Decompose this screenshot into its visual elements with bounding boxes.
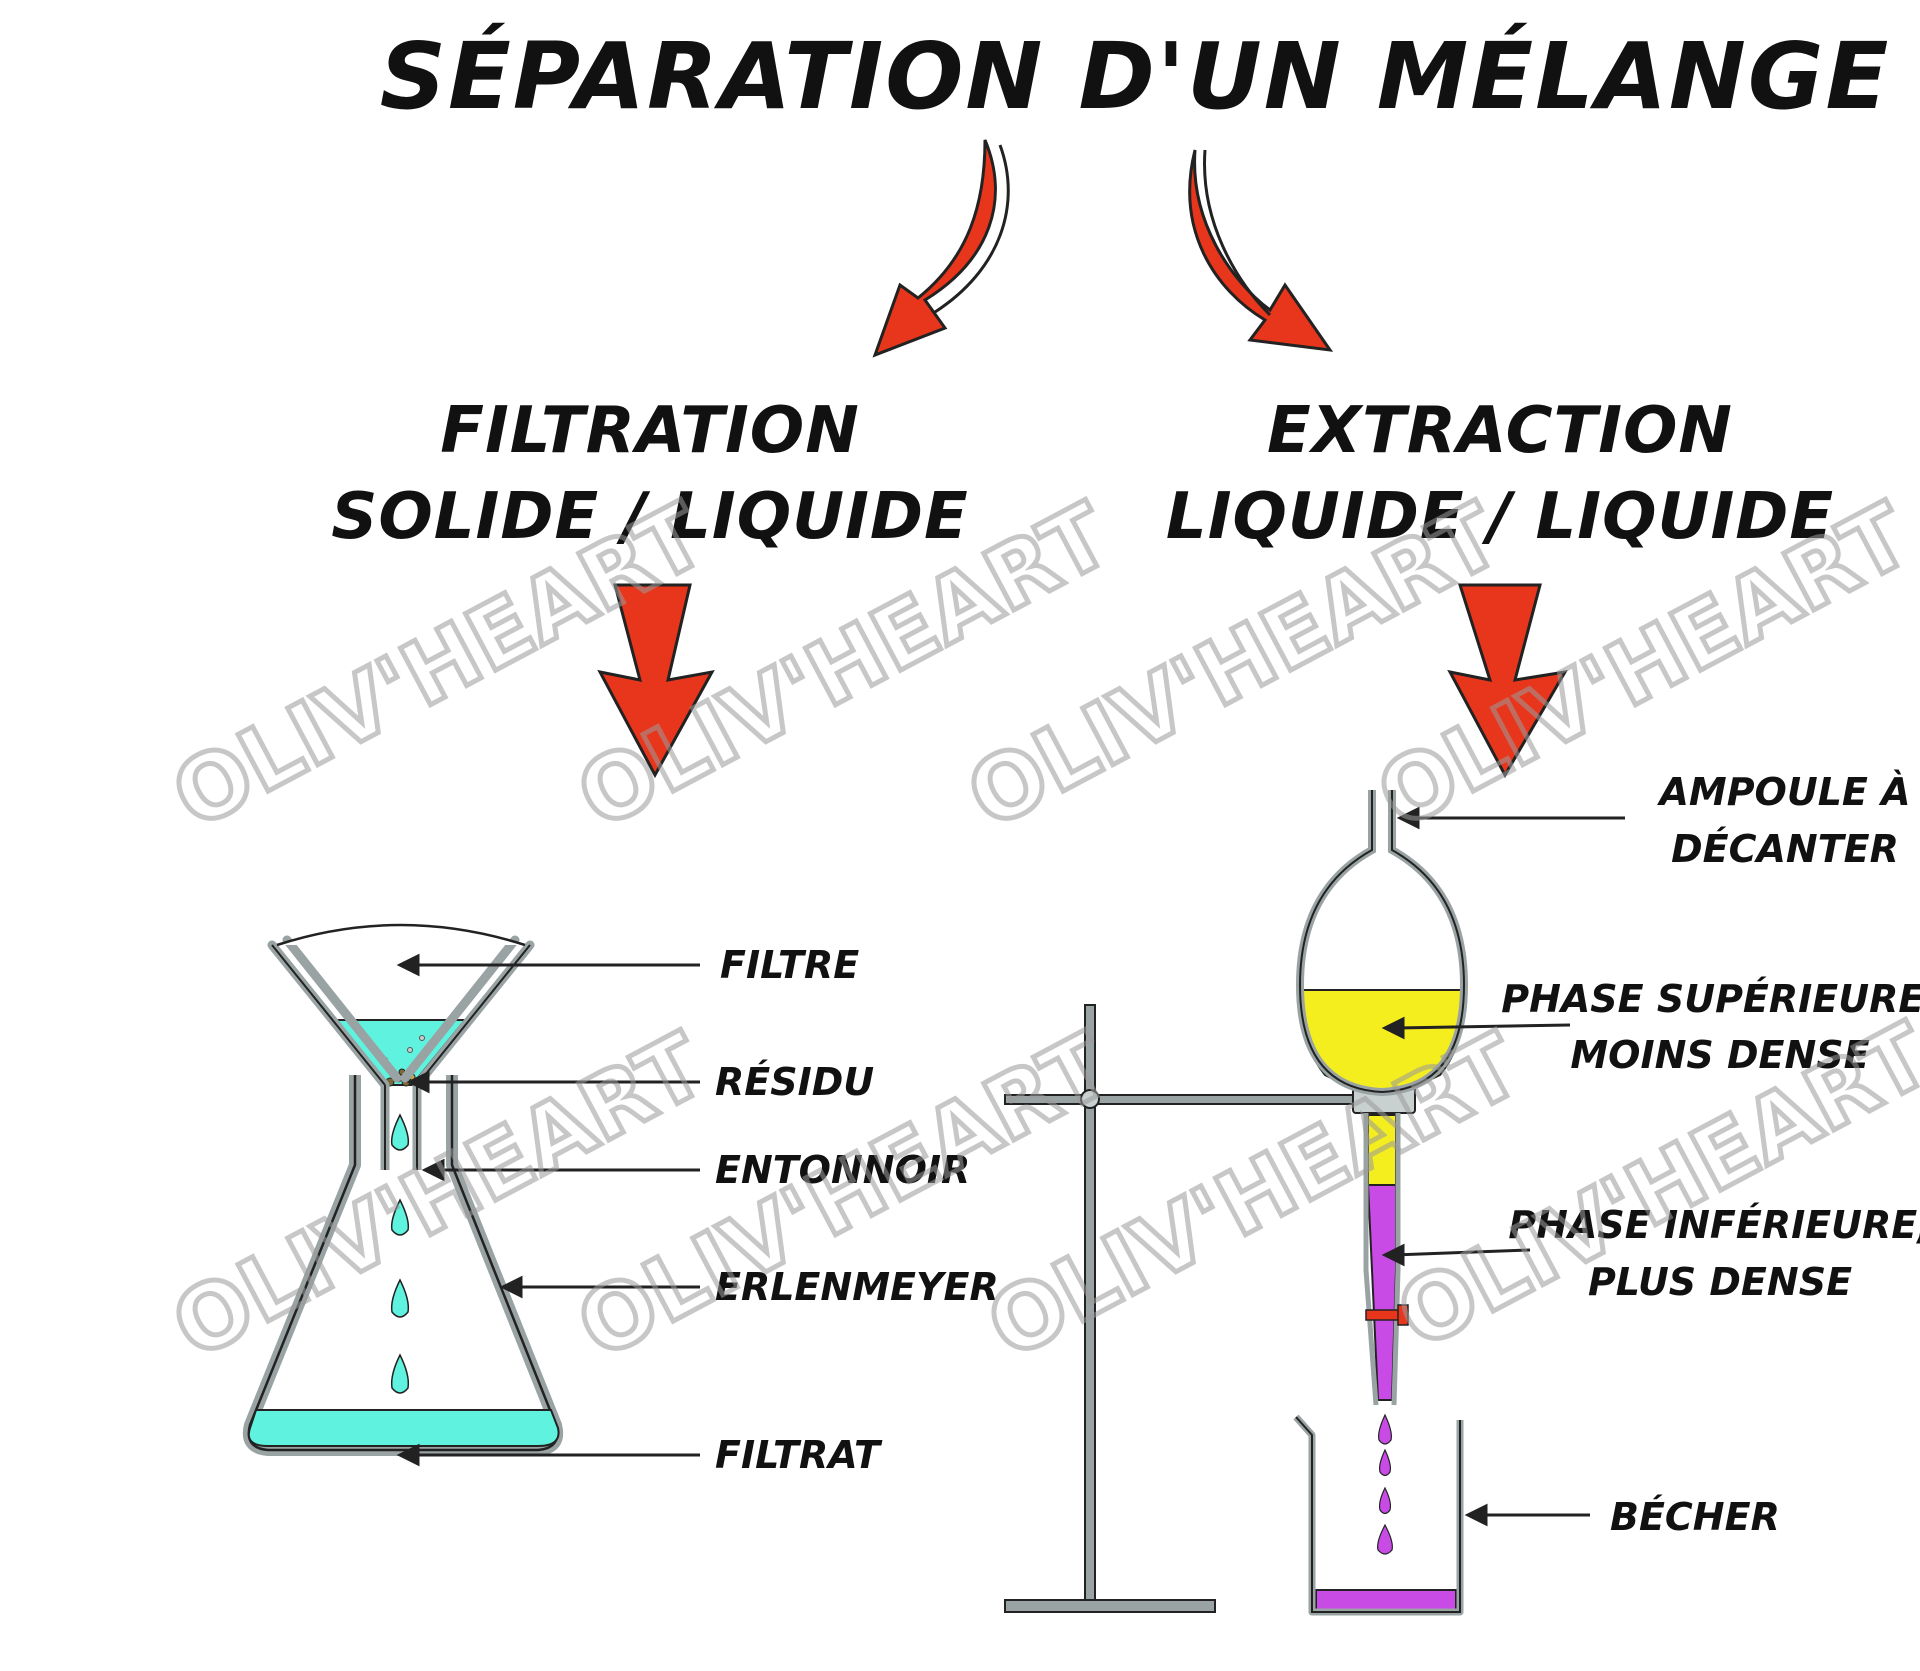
extraction-drops <box>1377 1413 1393 1555</box>
filtration-heading: FILTRATION <box>440 394 860 468</box>
extraction-pointers <box>1381 806 1625 1527</box>
arrow-to-extraction <box>1188 149 1334 352</box>
filtration-subheading: SOLIDE / LIQUIDE <box>331 480 969 554</box>
beaker-liquid <box>1315 1589 1457 1611</box>
label-filtrat: FILTRAT <box>715 1433 883 1477</box>
arrow-to-filtration <box>872 139 1010 358</box>
label-ampoule-line1: AMPOULE À <box>1656 770 1910 814</box>
label-residu: RÉSIDU <box>715 1060 874 1104</box>
label-phase-sup-line1: PHASE SUPÉRIEURE, <box>1501 977 1920 1021</box>
diagram-title: SÉPARATION D'UN MÉLANGE <box>380 22 1891 130</box>
filtration-pointers <box>396 953 700 1467</box>
filtrate-liquid <box>247 1409 560 1447</box>
beaker <box>1293 1414 1464 1616</box>
extraction-heading: EXTRACTION <box>1267 394 1733 468</box>
label-phase-inf-line1: PHASE INFÉRIEURE, <box>1508 1203 1920 1247</box>
extraction-apparatus <box>1004 790 1469 1616</box>
label-phase-sup-line2: MOINS DENSE <box>1570 1033 1869 1077</box>
label-erlenmeyer: ERLENMEYER <box>715 1265 999 1309</box>
label-phase-inf-line2: PLUS DENSE <box>1588 1260 1852 1304</box>
label-filtre: FILTRE <box>720 943 859 987</box>
filtration-apparatus <box>242 923 564 1456</box>
down-arrow-filtration <box>597 583 715 779</box>
label-becher: BÉCHER <box>1610 1495 1780 1539</box>
down-arrow-extraction <box>1447 583 1568 779</box>
separatory-funnel <box>1295 790 1469 1406</box>
label-ampoule-line2: DÉCANTER <box>1671 827 1899 871</box>
label-entonnoir: ENTONNOIR <box>715 1148 970 1192</box>
falling-drops <box>390 1113 410 1394</box>
extraction-subheading: LIQUIDE / LIQUIDE <box>1166 480 1834 554</box>
filter-paper <box>276 923 526 947</box>
